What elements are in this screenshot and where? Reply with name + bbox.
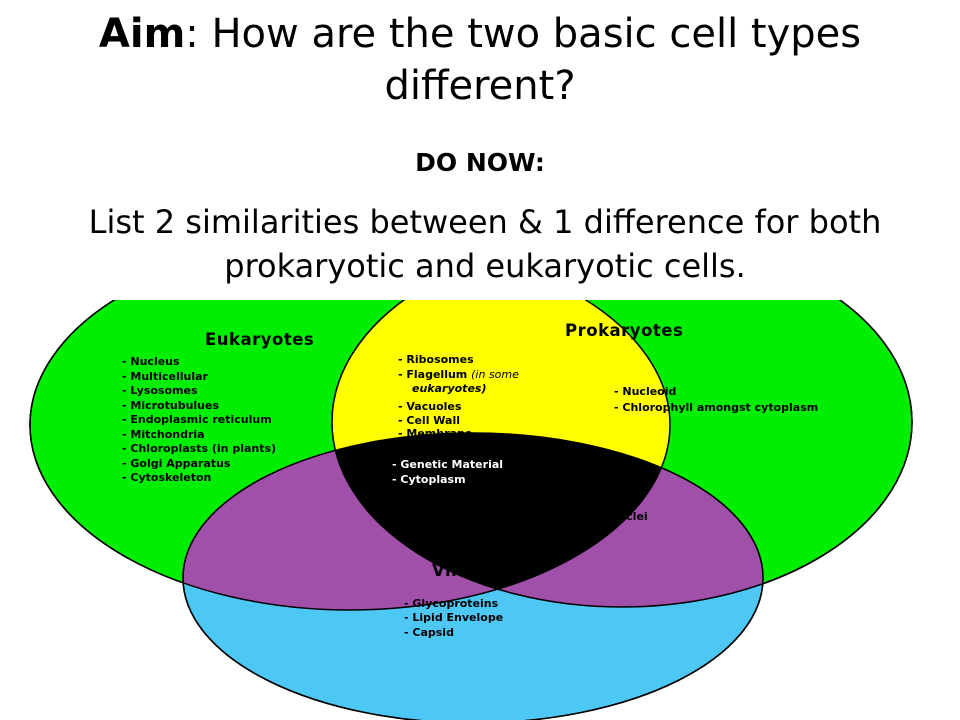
list-item: - Ribosomes <box>398 353 474 366</box>
list-item: - Chlorophyll amongst cytoplasm <box>614 401 818 414</box>
list-item: - Cell Wall <box>398 414 460 427</box>
do-now-prompt: List 2 similarities between & 1 differen… <box>88 203 882 285</box>
list-item: - Membrane <box>398 427 472 440</box>
title-rest: : How are the two basic cell types diffe… <box>185 11 862 109</box>
lack-nuclei-label: - Lack nuclei <box>570 510 648 523</box>
eukaryotes-list: - Nucleus - Multicellular - Lysosomes - … <box>122 355 276 484</box>
list-item: - Lipid Envelope <box>404 611 503 624</box>
virus-outline <box>182 432 764 720</box>
all-three-overlap <box>332 433 670 607</box>
list-item: - Nucleoid <box>614 385 676 398</box>
prokaryotes-outline <box>331 300 913 608</box>
shared-cells-list: - Ribosomes - Flagellum (in some eukaryo… <box>398 353 519 440</box>
list-item: - Chloroplasts (in plants) <box>122 442 276 455</box>
list-item: - Glycoproteins <box>404 597 499 610</box>
list-item: - Vacuoles <box>398 400 462 413</box>
list-item: - Lysosomes <box>122 384 198 397</box>
list-item: - Mitchondria <box>122 428 205 441</box>
title-bold: Aim <box>98 11 186 57</box>
list-item: - Nucleus <box>122 355 180 368</box>
flagellum-note-cont: eukaryotes) <box>412 382 486 395</box>
list-item: - Capsid <box>404 626 454 639</box>
slide-title: Aim: How are the two basic cell types di… <box>80 8 880 112</box>
list-item: - Endoplasmic reticulum <box>122 413 272 426</box>
list-item: - Cytoplasm <box>392 473 466 486</box>
do-now-label: DO NOW: <box>415 148 545 177</box>
eukaryotes-heading: Eukaryotes <box>205 330 314 349</box>
flagellum-label: - Flagellum <box>398 368 467 381</box>
list-item: - Multicellular <box>122 370 209 383</box>
prokaryotes-list: - Nucleoid - Chlorophyll amongst cytopla… <box>614 385 818 414</box>
list-item: - Golgi Apparatus <box>122 457 231 470</box>
list-item: - Genetic Material <box>392 458 503 471</box>
prokaryotes-heading: Prokaryotes <box>565 321 683 340</box>
list-item: - Microtubulues <box>122 399 219 412</box>
flagellum-note: (in some <box>471 368 519 381</box>
virus-list: - Glycoproteins - Lipid Envelope - Capsi… <box>404 597 503 639</box>
list-item: - Flagellum (in some <box>398 368 519 381</box>
all-three-list: - Genetic Material - Cytoplasm <box>392 458 503 486</box>
virus-heading: Virus <box>432 561 482 580</box>
list-item: - Cytoskeleton <box>122 471 211 484</box>
eukaryotes-outline <box>29 300 671 611</box>
venn-diagram: Eukaryotes Prokaryotes Virus - Nucleus -… <box>29 300 913 720</box>
